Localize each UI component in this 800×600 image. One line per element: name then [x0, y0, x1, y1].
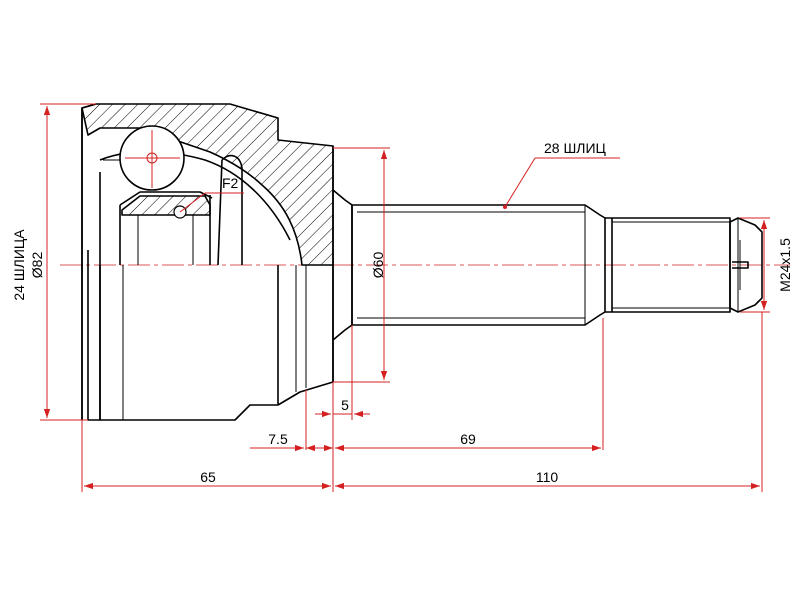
label-housing-diameter: Ø82 — [29, 252, 45, 279]
label-dim-69: 69 — [460, 431, 476, 447]
label-thread: M24x1.5 — [777, 238, 793, 292]
cotter-slot — [732, 261, 749, 269]
label-shaft-diameter: Ø60 — [370, 252, 386, 279]
ball-center — [146, 152, 158, 164]
leader-shaft-splines-dot — [503, 205, 507, 209]
leader-shaft-splines — [504, 157, 536, 208]
label-dim-65: 65 — [200, 469, 216, 485]
label-dim-110: 110 — [536, 469, 559, 485]
shaft-neck — [332, 146, 353, 382]
leader-seal — [179, 192, 206, 213]
label-dim-5: 5 — [341, 397, 349, 413]
inner-race-hatch — [121, 195, 211, 216]
housing-cup-edge — [81, 103, 97, 420]
label-shaft-splines: 28 ШЛИЦ — [544, 140, 607, 156]
label-dim-7-5: 7.5 — [268, 431, 288, 447]
label-seal: F2 — [222, 175, 239, 191]
cage — [217, 154, 243, 266]
label-housing-splines: 24 ШЛИЦА — [11, 229, 27, 301]
